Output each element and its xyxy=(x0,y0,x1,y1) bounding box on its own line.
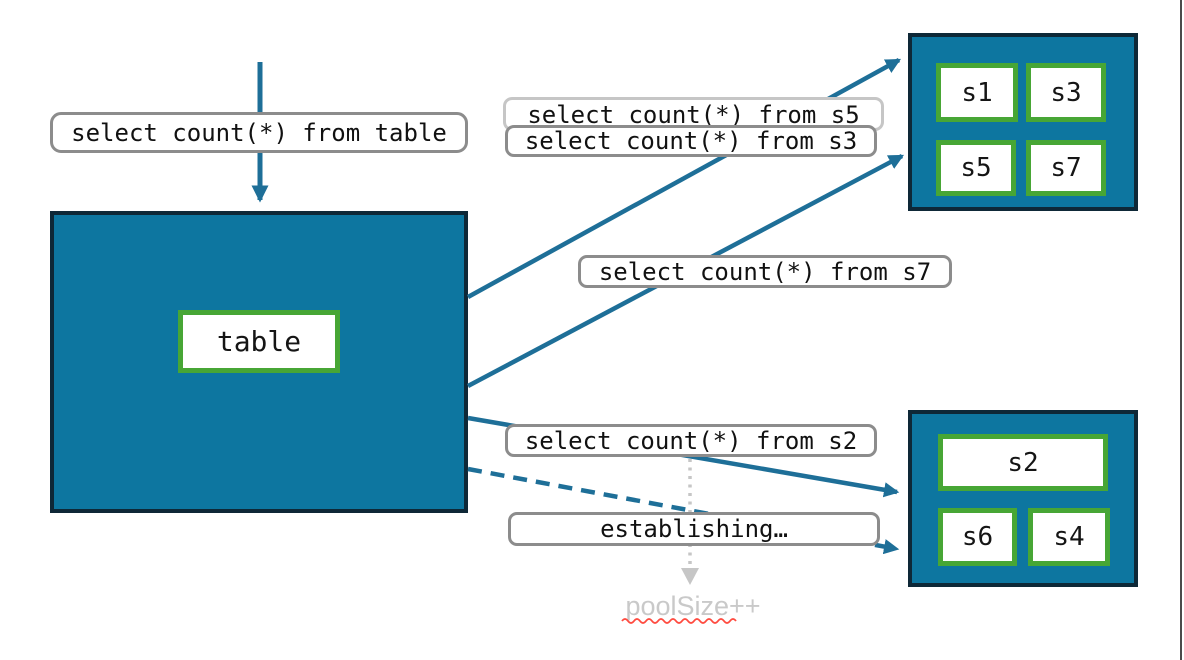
query-label-from-s2: select count(*) from s2 xyxy=(505,424,877,457)
shard-box-s7: s7 xyxy=(1026,140,1106,196)
shard-box-s2: s2 xyxy=(938,434,1108,491)
poolsize-note: poolSize++ xyxy=(593,591,793,622)
table-node: table xyxy=(50,211,468,513)
shard-pool-bottom: s2 s6 s4 xyxy=(908,410,1138,587)
shard-box-s3: s3 xyxy=(1026,63,1106,122)
status-label-establishing: establishing… xyxy=(508,512,880,546)
shard-box-s6: s6 xyxy=(938,508,1017,566)
table-node-label: table xyxy=(178,310,340,373)
query-label-from-s3: select count(*) from s3 xyxy=(505,125,877,157)
shard-box-s4: s4 xyxy=(1028,508,1110,566)
poolsize-word: poolSize xyxy=(625,591,730,621)
slide-right-edge xyxy=(1180,0,1182,660)
poolsize-suffix: ++ xyxy=(729,591,761,621)
poolsize-arrowhead-icon xyxy=(681,568,699,585)
query-label-from-table: select count(*) from table xyxy=(50,112,468,153)
query-label-from-s7: select count(*) from s7 xyxy=(578,255,952,288)
shard-pool-top: s1 s3 s5 s7 xyxy=(908,33,1138,211)
shard-box-s1: s1 xyxy=(936,63,1018,122)
shard-box-s5: s5 xyxy=(936,140,1016,196)
